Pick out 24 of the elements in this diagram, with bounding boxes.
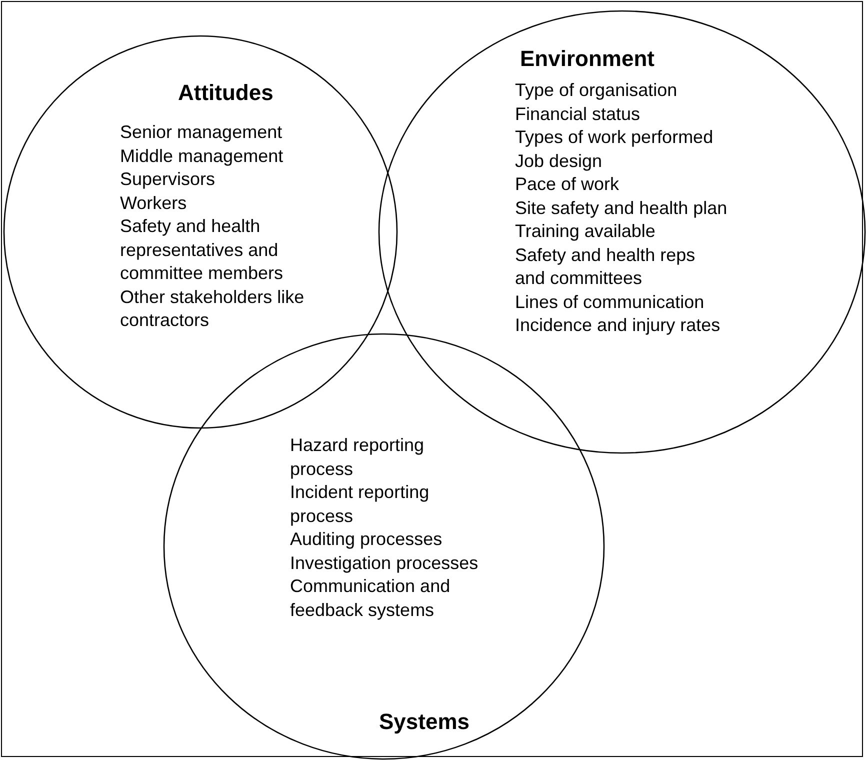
- factor-item: Safety and health reps and committees: [515, 244, 696, 290]
- factor-item: Pace of work: [515, 173, 620, 196]
- factor-item: Senior management: [120, 121, 284, 144]
- factor-item: Incidence and injury rates: [515, 314, 722, 337]
- factor-item: Auditing processes: [290, 528, 444, 551]
- factor-item: Lines of communication: [515, 290, 706, 314]
- circle-heading: Environment: [520, 46, 654, 72]
- factor-item: Financial status: [515, 102, 642, 126]
- circle-heading: Systems: [379, 709, 470, 735]
- factor-item: Hazard reporting process: [290, 434, 426, 481]
- factor-item: Types of work performed: [515, 126, 714, 149]
- factor-item: Incident reporting process: [290, 481, 430, 528]
- factor-item: Supervisors: [120, 168, 216, 191]
- factor-item: Communication and feedback systems: [290, 575, 452, 622]
- factor-item: Safety and health representatives and committee members: [120, 215, 284, 285]
- circle-heading: Attitudes: [178, 80, 274, 106]
- factor-item: Site safety and health plan: [515, 196, 728, 220]
- factor-item: Middle management: [120, 144, 284, 168]
- factor-item: Investigation processes: [290, 552, 480, 575]
- factor-item: Other stakeholders like contractors: [120, 286, 306, 332]
- factor-item: Job design: [515, 150, 604, 173]
- factor-item: Training available: [515, 220, 656, 243]
- factor-item: Workers: [120, 192, 188, 214]
- factor-item: Type of organisation: [515, 79, 678, 102]
